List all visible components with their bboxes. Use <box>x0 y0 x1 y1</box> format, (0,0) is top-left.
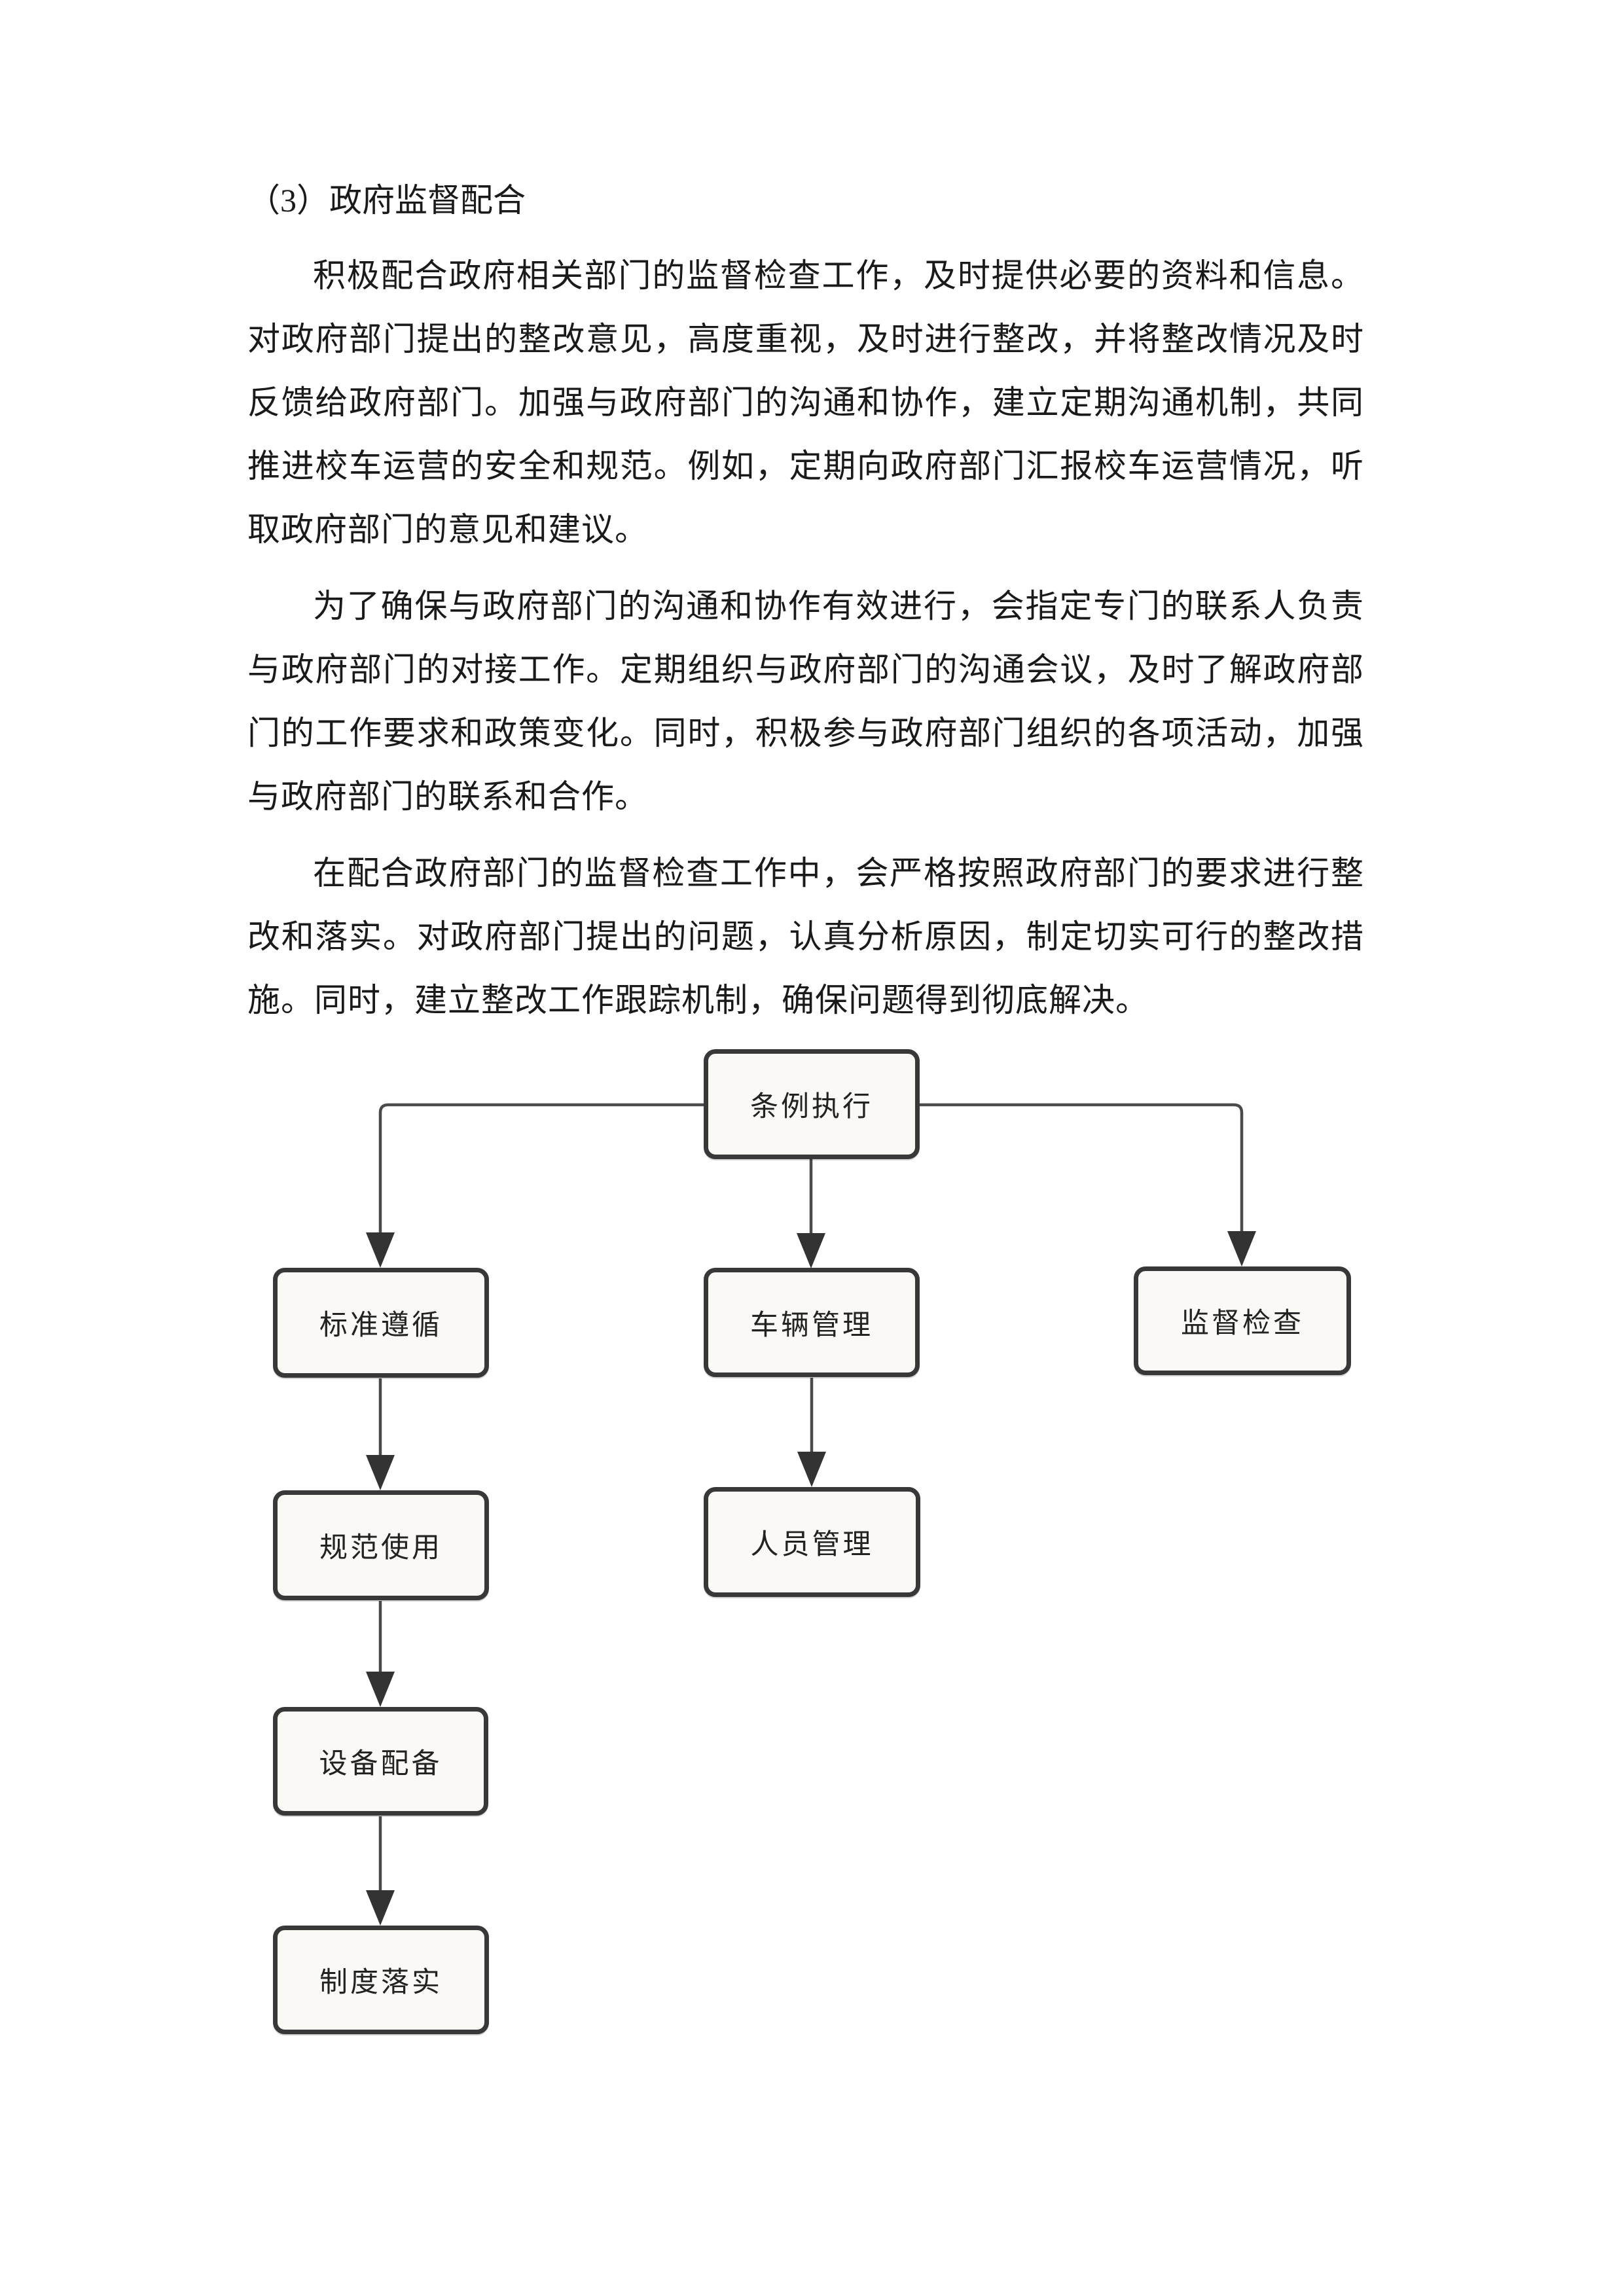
section-heading: （3）政府监督配合 <box>247 182 526 219</box>
arrowhead-to-vehicle <box>797 1233 825 1268</box>
paragraph-rectification-tracking: 在配合政府部门的监督检查工作中，会严格按照政府部门的要求进行整改和落实。对政府部… <box>247 855 1364 1018</box>
node-label: 条例执行 <box>750 1092 873 1122</box>
node-system-implementation: 制度落实 <box>273 1926 489 2034</box>
node-label: 人员管理 <box>750 1530 874 1560</box>
arrowhead-to-usage <box>366 1455 395 1490</box>
connector-regulation-to-supervision <box>920 1103 1244 1233</box>
connector-regulation-to-standard <box>378 1103 704 1234</box>
node-standard-usage: 规范使用 <box>273 1490 489 1600</box>
arrowhead-to-standard <box>366 1232 395 1268</box>
node-label: 规范使用 <box>319 1533 442 1564</box>
node-label: 设备配备 <box>319 1749 442 1780</box>
arrowhead-to-personnel <box>797 1452 826 1487</box>
arrowhead-to-system <box>366 1890 395 1926</box>
arrowhead-to-equipment <box>366 1672 395 1707</box>
document-body: （3）政府监督配合 积极配合政府相关部门的监督检查工作，及时提供必要的资料和信息… <box>247 169 1364 1045</box>
node-personnel-management: 人员管理 <box>704 1487 920 1597</box>
node-label: 制度落实 <box>319 1967 442 1998</box>
node-standard-compliance: 标准遵循 <box>273 1268 489 1378</box>
node-equipment-provision: 设备配备 <box>273 1707 488 1816</box>
node-vehicle-management: 车辆管理 <box>704 1268 920 1377</box>
node-label: 标准遵循 <box>319 1310 442 1341</box>
node-label: 车辆管理 <box>750 1310 873 1341</box>
arrowhead-to-supervision <box>1227 1231 1256 1266</box>
paragraph-liaison-communication: 为了确保与政府部门的沟通和协作有效进行，会指定专门的联系人负责与政府部门的对接工… <box>247 588 1364 815</box>
node-regulation-execution: 条例执行 <box>704 1049 920 1159</box>
paragraph-government-cooperation: 积极配合政府相关部门的监督检查工作，及时提供必要的资料和信息。对政府部门提出的整… <box>247 257 1364 548</box>
node-label: 监督检查 <box>1181 1308 1304 1339</box>
node-supervision-inspection: 监督检查 <box>1134 1266 1351 1375</box>
